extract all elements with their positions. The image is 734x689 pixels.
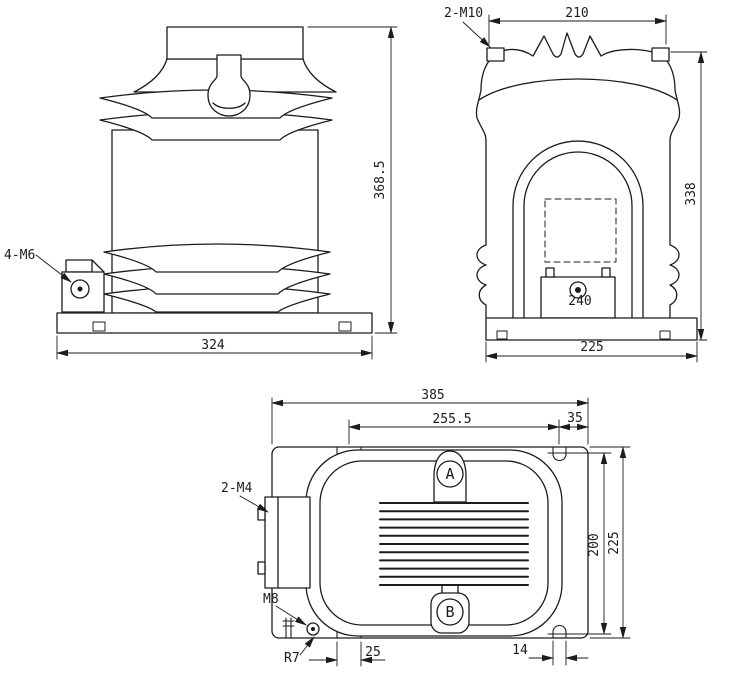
side-bolt-label: 2-M10 [444, 6, 483, 21]
top-bodyheight-dim-text: 200 [587, 533, 602, 556]
front-terminal-cap [207, 54, 251, 117]
side-crown-profile [488, 32, 668, 59]
ground-bolt-label: M8 [263, 592, 279, 607]
front-bolt-leader [35, 254, 72, 283]
radius-label: R7 [284, 651, 300, 666]
side-height-dim-text: 338 [684, 182, 699, 205]
top-slotedge-dim-text: 35 [567, 411, 583, 426]
top-bolt-leader [239, 495, 269, 513]
clamp-main-block [61, 271, 105, 313]
front-view [56, 26, 373, 334]
terminal-box-pin-bottom [257, 561, 266, 575]
side-base-slot-right [659, 330, 671, 340]
terminal-block-hole [569, 281, 587, 299]
front-mounting-clamp [61, 259, 105, 313]
side-topwidth-dim-text: 210 [565, 6, 588, 21]
side-arch-outer [512, 140, 644, 319]
terminal-block-hole-center [575, 287, 581, 293]
top-slotspan-dim-text: 255.5 [432, 412, 471, 427]
ground-screw-glyph [282, 617, 295, 639]
top-overall-ext [271, 397, 589, 445]
front-base-slot-left [92, 321, 106, 332]
side-view [475, 32, 698, 341]
terminal-block-screw-right [601, 267, 611, 278]
terminal-b-circle [436, 598, 464, 626]
side-terminal-dim-text: 240 [568, 294, 591, 309]
top-bodyheight-ext [547, 452, 612, 635]
side-profile-right [666, 60, 681, 319]
front-terminal-cap-detail [212, 102, 246, 109]
front-shed-lower-1 [103, 243, 331, 273]
drawing-texts: 4-M6 368.5 324 2-M10 210 338 240 225 385… [4, 6, 699, 666]
side-base-slot-left [496, 330, 508, 340]
terminal-b-stem [441, 584, 459, 594]
front-width-dim-text: 324 [201, 338, 225, 353]
side-hidden-core [544, 198, 617, 263]
top-bolt-label: 2-M4 [221, 481, 252, 496]
clamp-top-block [65, 259, 93, 273]
terminal-a-label: A [445, 465, 454, 483]
terminal-box-body [264, 496, 311, 589]
side-bolt-leader [462, 21, 491, 48]
ground-bolt [282, 617, 320, 639]
side-profile-left [475, 60, 490, 319]
top-overall-dim-text: 385 [421, 388, 444, 403]
clamp-bolt-center [77, 286, 83, 292]
clamp-bolt-hole [70, 279, 90, 299]
front-bolt-label: 4-M6 [4, 248, 35, 263]
side-crown-base-arc [478, 78, 678, 101]
terminal-block-screw-left [545, 267, 555, 278]
front-base-slot-right [338, 321, 352, 332]
top-platedepth-dim-text: 225 [607, 531, 622, 554]
side-bolt-left [486, 47, 505, 62]
top-view [257, 446, 589, 639]
terminal-b-label: B [445, 603, 454, 621]
front-head-block [166, 26, 304, 60]
terminal-a-circle [436, 460, 464, 488]
secondary-terminal-box [257, 496, 311, 589]
clamp-diagonal [91, 259, 105, 273]
side-bolt-right [651, 47, 670, 62]
top-leftslot-ext [336, 641, 362, 667]
ground-bolt-leader [275, 605, 307, 626]
ground-bolt-center [311, 627, 315, 631]
dimensions [35, 14, 708, 667]
top-rightslot-ext [552, 640, 567, 666]
front-height-dim-text: 368.5 [373, 160, 388, 199]
side-arch-inner [523, 151, 633, 319]
side-bottomwidth-dim-text: 225 [580, 340, 603, 355]
top-leftslot-dim-text: 25 [365, 645, 381, 660]
side-base-plate [485, 317, 698, 341]
cooling-fins [379, 502, 529, 586]
side-terminal-block [540, 267, 616, 319]
top-rightslot-dim-text: 14 [512, 643, 528, 658]
radius-leader [299, 636, 315, 656]
front-base-plate [56, 312, 373, 334]
